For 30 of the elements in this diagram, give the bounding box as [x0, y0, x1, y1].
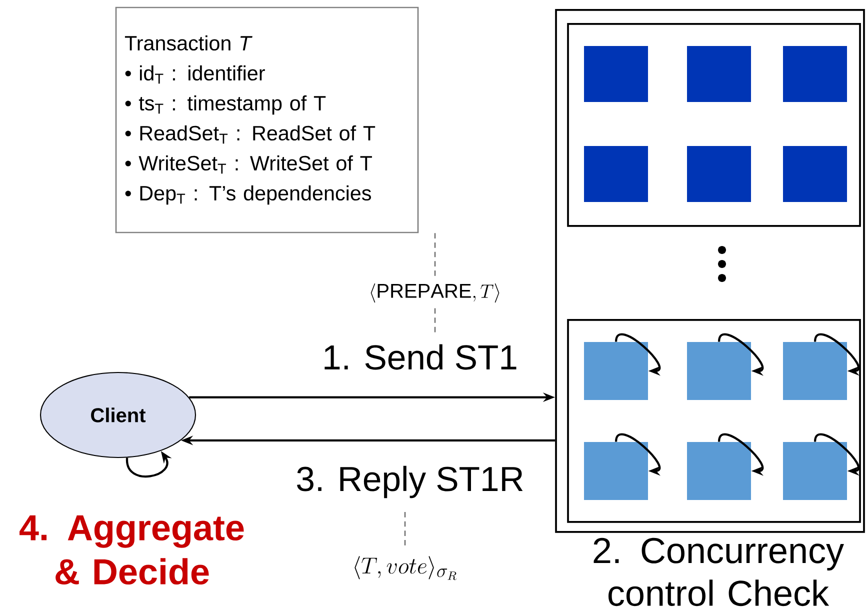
square [783, 46, 847, 102]
edge-label: 1. Send ST1 [320, 342, 520, 372]
loop-arrow [614, 333, 660, 376]
message-formula: $\langle T, vote\rangle_{\sigma_R}$ [354, 556, 456, 580]
square [783, 342, 847, 400]
leader-line [404, 512, 406, 548]
loop-arrow [718, 333, 764, 376]
square [687, 46, 751, 102]
loop-arrow [814, 433, 860, 476]
square [584, 342, 648, 400]
loop-arrow [614, 433, 660, 476]
square [783, 146, 847, 202]
transaction-box: Transaction T • id$_{T}$ : identifier • ts$_{T}$ : timestamp of T • ReadSet$_{T}$ : ReadSet of T • WriteSet$_{T}$ : WriteSet of T • Dep$_{T}$ : T’s dependencies [115, 6, 419, 234]
square [783, 442, 847, 500]
square [584, 442, 648, 500]
step-label: 4. Aggregate & Decide [20, 515, 244, 585]
square [584, 46, 648, 102]
loop-arrow [718, 433, 764, 476]
server-box [555, 9, 865, 533]
square [584, 146, 648, 202]
square [687, 146, 751, 202]
square [687, 342, 751, 400]
group-box [567, 319, 861, 523]
edge-label: 3. Reply ST1R [294, 464, 526, 500]
square [687, 442, 751, 500]
step-label: 2. Concurrency control Check [594, 538, 844, 606]
message-formula: $\langle \mathrm{PREPARE}, T\rangle$ [370, 283, 500, 303]
leader-line [434, 233, 436, 278]
loop-arrow [814, 333, 860, 376]
group-box [567, 23, 861, 227]
